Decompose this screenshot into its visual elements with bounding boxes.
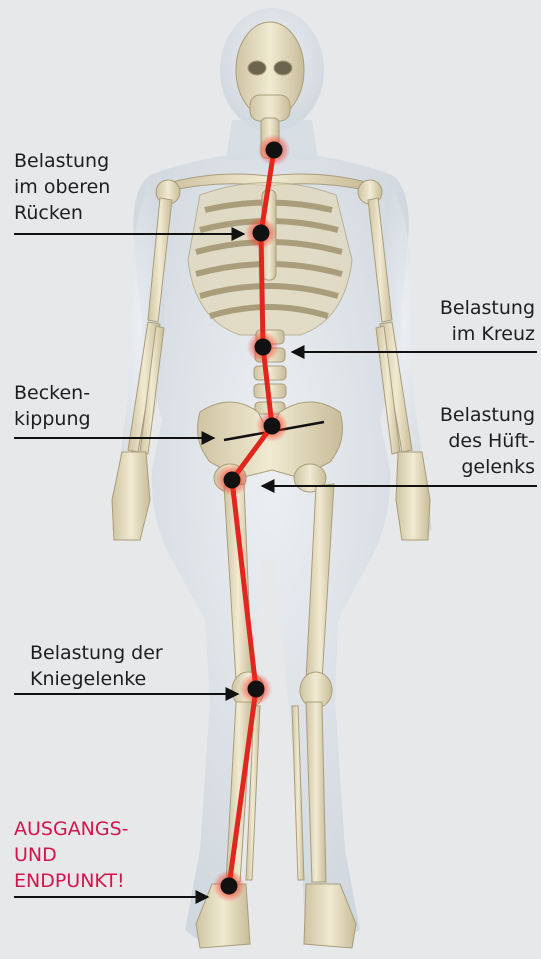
label-upper-back: Belastung im oberen Rücken xyxy=(14,148,110,226)
label-line: Belastung xyxy=(440,295,535,321)
label-hip-joint: Belastung des Hüft- gelenks xyxy=(440,402,535,480)
label-knee-joints: Belastung der Kniegelenke xyxy=(30,640,163,692)
load-point-marker-icon xyxy=(240,673,272,705)
label-line: Belastung xyxy=(440,402,535,428)
label-line: Becken- xyxy=(14,380,91,406)
label-line: Kniegelenke xyxy=(30,666,163,692)
label-line: AUSGANGS- xyxy=(14,816,129,842)
rib-cage xyxy=(188,183,352,336)
jaw xyxy=(250,95,290,121)
label-line: gelenks xyxy=(440,454,535,480)
label-start-end: AUSGANGS- UND ENDPUNKT! xyxy=(14,816,129,894)
label-line: des Hüft- xyxy=(440,428,535,454)
label-line: ENDPUNKT! xyxy=(14,868,129,894)
load-point-marker-icon xyxy=(216,464,248,496)
load-point-marker-icon xyxy=(258,134,290,166)
load-point-marker-icon xyxy=(247,331,279,363)
label-line: UND xyxy=(14,842,129,868)
label-line: im Kreuz xyxy=(440,321,535,347)
label-line: im oberen xyxy=(14,174,110,200)
label-line: Belastung der xyxy=(30,640,163,666)
load-point-marker-icon xyxy=(245,217,277,249)
left-hand xyxy=(112,452,150,540)
label-line: Belastung xyxy=(14,148,110,174)
label-line: Rücken xyxy=(14,200,110,226)
load-point-marker-icon xyxy=(256,410,288,442)
load-point-marker-icon xyxy=(213,870,245,902)
label-lower-back: Belastung im Kreuz xyxy=(440,295,535,347)
label-line: kippung xyxy=(14,406,91,432)
label-pelvic-tilt: Becken- kippung xyxy=(14,380,91,432)
right-hand xyxy=(396,452,430,540)
